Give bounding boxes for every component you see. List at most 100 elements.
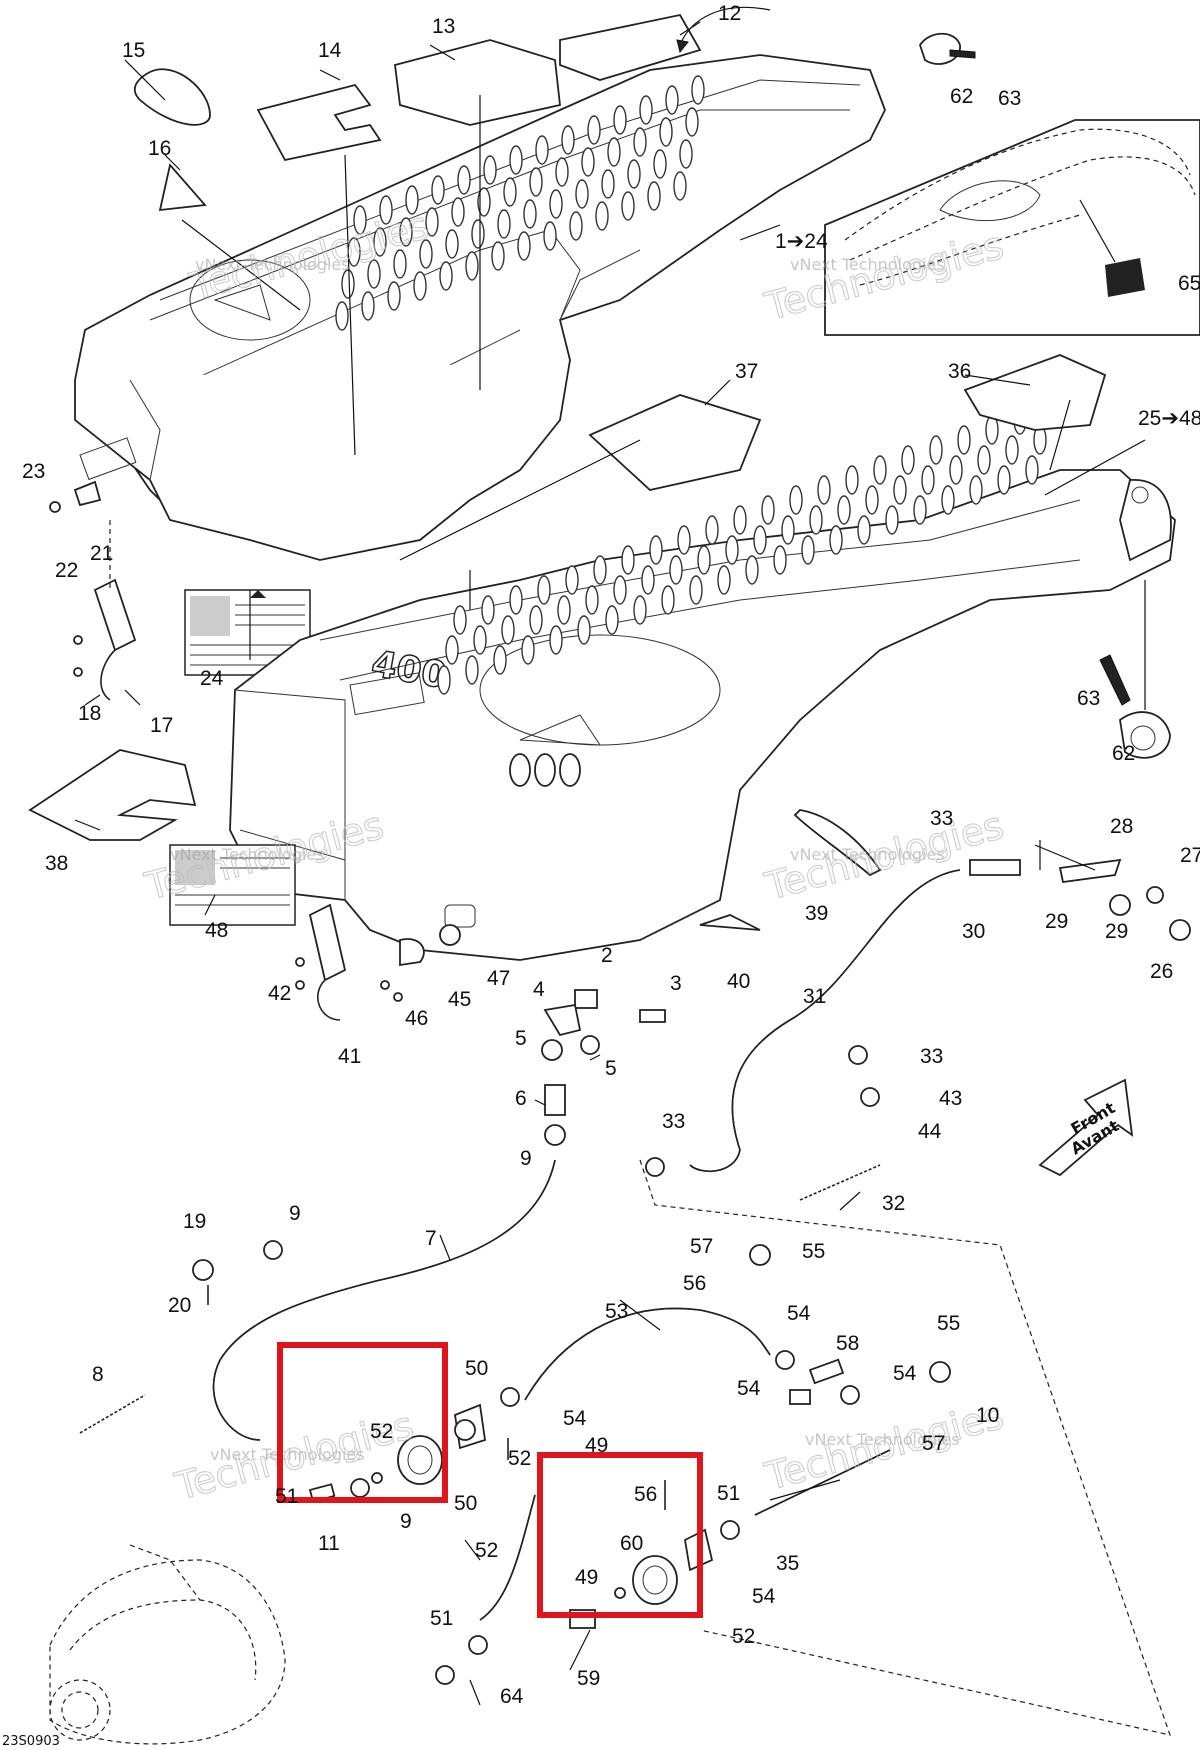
tread-ellipse bbox=[405, 185, 419, 215]
callout-label: 18 bbox=[78, 702, 101, 725]
tread-ellipse bbox=[373, 227, 387, 257]
callout-label: 54 bbox=[563, 1407, 587, 1430]
tread-ellipse bbox=[503, 177, 517, 207]
tread-ellipse bbox=[677, 525, 691, 555]
callout-label: 3 bbox=[670, 972, 682, 995]
tread-ellipse bbox=[445, 635, 459, 665]
tread-ellipse bbox=[893, 475, 907, 505]
callout-label: 21 bbox=[90, 542, 113, 565]
callout-label: 22 bbox=[55, 559, 78, 582]
tread-ellipse bbox=[483, 155, 497, 185]
warning-decal-48 bbox=[169, 844, 296, 926]
tread-ellipse bbox=[501, 615, 515, 645]
callout-label: 54 bbox=[737, 1377, 761, 1400]
watermark-text: Technologies bbox=[760, 803, 1008, 909]
tread-ellipse bbox=[557, 595, 571, 625]
watermark-text: Technologies bbox=[760, 1393, 1008, 1499]
tread-ellipse bbox=[801, 535, 815, 565]
callout-label: 38 bbox=[45, 852, 68, 875]
tread-ellipse bbox=[569, 211, 583, 241]
tread-ellipse bbox=[451, 197, 465, 227]
callout-label: 50 bbox=[454, 1492, 477, 1515]
lower-latch-assembly bbox=[295, 903, 461, 1021]
tread-ellipse bbox=[523, 199, 537, 229]
callout-label: 10 bbox=[976, 1404, 999, 1427]
jet-pump-sketch bbox=[49, 1544, 286, 1745]
tread-ellipse bbox=[453, 605, 467, 635]
callout-label: 51 bbox=[430, 1607, 453, 1630]
callout-label: 29 bbox=[1045, 910, 1068, 933]
callout-label: 28 bbox=[1110, 815, 1133, 838]
callout-label: 63 bbox=[998, 87, 1021, 110]
callout-label: 9 bbox=[400, 1510, 412, 1533]
callout-label: 9 bbox=[289, 1202, 301, 1225]
callout-label: 32 bbox=[882, 1192, 905, 1215]
callout-label: 52 bbox=[508, 1447, 531, 1470]
tread-ellipse bbox=[509, 585, 523, 615]
tread-ellipse bbox=[529, 167, 543, 197]
tread-ellipse bbox=[521, 635, 535, 665]
lower-pads bbox=[28, 354, 1107, 931]
callout-label: 62 bbox=[950, 85, 973, 108]
highlight-box-upper-filter bbox=[277, 1342, 448, 1503]
callout-label: 20 bbox=[168, 1294, 191, 1317]
tread-ellipse bbox=[473, 625, 487, 655]
tread-ellipse bbox=[549, 189, 563, 219]
tread-ellipse bbox=[957, 425, 971, 455]
callout-label: 63 bbox=[1077, 687, 1100, 710]
tread-ellipse bbox=[659, 117, 673, 147]
watermark-text: vNext Technologies bbox=[790, 845, 945, 864]
tread-ellipse bbox=[817, 475, 831, 505]
tread-ellipse bbox=[649, 535, 663, 565]
callout-label: 46 bbox=[405, 1007, 428, 1030]
callout-label: 54 bbox=[893, 1362, 917, 1385]
tread-ellipse bbox=[535, 135, 549, 165]
tread-ellipse bbox=[921, 465, 935, 495]
callout-label: 47 bbox=[487, 967, 510, 990]
tread-ellipse bbox=[789, 485, 803, 515]
callout-label: 30 bbox=[962, 920, 985, 943]
tread-ellipse bbox=[549, 625, 563, 655]
tread-ellipse bbox=[929, 435, 943, 465]
tread-ellipse bbox=[493, 645, 507, 675]
bumper-lower bbox=[1099, 580, 1171, 759]
callout-label: 55 bbox=[937, 1312, 960, 1335]
tread-ellipse bbox=[913, 495, 927, 525]
callout-label: 23 bbox=[22, 460, 45, 483]
callout-label: 56 bbox=[634, 1483, 657, 1506]
callout-label: 33 bbox=[662, 1110, 685, 1133]
tread-ellipse bbox=[661, 585, 675, 615]
tread-ellipse bbox=[761, 495, 775, 525]
callout-label: 58 bbox=[836, 1332, 859, 1355]
callout-label: 14 bbox=[318, 39, 342, 62]
callout-label: 27 bbox=[1180, 844, 1200, 867]
tread-ellipse bbox=[437, 665, 451, 695]
tread-ellipse bbox=[781, 515, 795, 545]
tread-ellipse bbox=[627, 159, 641, 189]
tread-ellipse bbox=[641, 565, 655, 595]
callout-label: 8 bbox=[92, 1363, 104, 1386]
callout-label: 29 bbox=[1105, 920, 1128, 943]
tread-ellipse bbox=[845, 465, 859, 495]
front-direction-arrow: Front Avant bbox=[1038, 1078, 1134, 1177]
tread-ellipse bbox=[753, 525, 767, 555]
highlight-box-lower-filter bbox=[537, 1452, 703, 1618]
callout-label: 60 bbox=[620, 1532, 643, 1555]
tread-ellipse bbox=[585, 585, 599, 615]
watermark-text: vNext Technologies bbox=[195, 255, 350, 274]
lower-platform: 400 bbox=[229, 469, 1176, 961]
callout-label: 4 bbox=[533, 978, 545, 1001]
callout-label: 57 bbox=[690, 1235, 713, 1258]
tread-ellipse bbox=[1025, 455, 1039, 485]
tread-ellipse bbox=[477, 187, 491, 217]
tread-ellipse bbox=[425, 207, 439, 237]
tread-ellipse bbox=[647, 181, 661, 211]
tread-ellipse bbox=[601, 169, 615, 199]
callout-label: 35 bbox=[776, 1552, 799, 1575]
tread-ellipse bbox=[941, 485, 955, 515]
callout-label: 5 bbox=[605, 1057, 617, 1080]
tread-ellipse bbox=[529, 605, 543, 635]
tread-ellipse bbox=[605, 605, 619, 635]
upper-latch-assembly bbox=[49, 480, 137, 701]
callout-label: 1➔24 bbox=[775, 230, 828, 253]
